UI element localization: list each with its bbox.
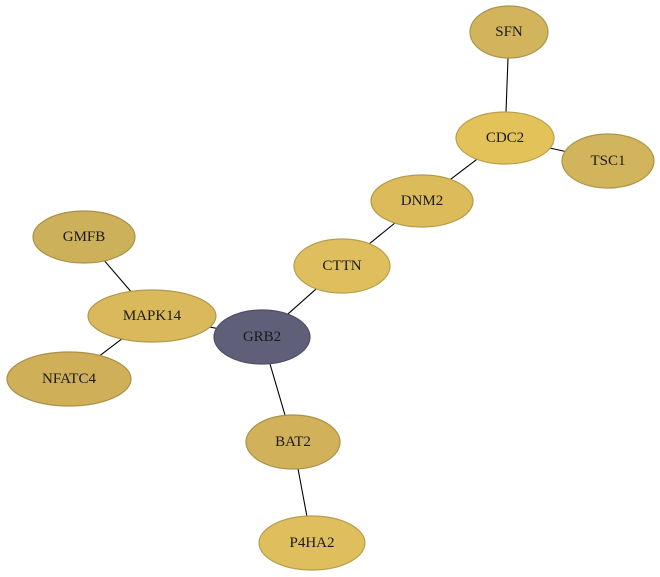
node-sfn[interactable]: SFN [469, 5, 549, 59]
node-label: NFATC4 [42, 371, 96, 387]
node-ellipse [561, 133, 655, 189]
edge-sfn-cdc2 [505, 57, 509, 113]
node-ellipse [213, 309, 311, 365]
node-dnm2[interactable]: DNM2 [370, 174, 474, 228]
edge-cttn-grb2 [287, 288, 317, 315]
node-mapk14[interactable]: MAPK14 [87, 289, 217, 343]
edge-gmfb-mapk14 [104, 260, 132, 292]
node-grb2[interactable]: GRB2 [213, 309, 311, 365]
edge-mapk14-nfatc4 [99, 338, 123, 357]
node-label: TSC1 [590, 153, 625, 169]
node-ellipse [293, 238, 391, 294]
edge-bat2-p4ha2 [297, 468, 308, 517]
edge-cdc2-dnm2 [450, 158, 478, 180]
node-label: MAPK14 [123, 308, 182, 324]
node-ellipse [469, 5, 549, 59]
node-ellipse [245, 414, 341, 470]
node-label: GRB2 [243, 329, 281, 345]
node-ellipse [32, 210, 136, 264]
node-ellipse [370, 174, 474, 228]
node-ellipse [87, 289, 217, 343]
node-cdc2[interactable]: CDC2 [455, 111, 555, 165]
edge-grb2-bat2 [269, 363, 286, 416]
node-label: DNM2 [401, 193, 444, 209]
node-ellipse [6, 351, 132, 407]
node-gmfb[interactable]: GMFB [32, 210, 136, 264]
node-ellipse [258, 515, 366, 571]
node-bat2[interactable]: BAT2 [245, 414, 341, 470]
edge-cdc2-tsc1 [550, 147, 566, 152]
edge-mapk14-grb2 [209, 326, 217, 329]
edge-dnm2-cttn [368, 222, 396, 245]
node-label: P4HA2 [289, 535, 334, 551]
node-ellipse [455, 111, 555, 165]
edges-layer [99, 57, 566, 517]
node-label: GMFB [63, 229, 106, 245]
node-label: SFN [495, 24, 523, 40]
node-tsc1[interactable]: TSC1 [561, 133, 655, 189]
node-p4ha2[interactable]: P4HA2 [258, 515, 366, 571]
node-nfatc4[interactable]: NFATC4 [6, 351, 132, 407]
node-label: CDC2 [486, 130, 524, 146]
node-cttn[interactable]: CTTN [293, 238, 391, 294]
node-label: BAT2 [275, 434, 311, 450]
node-label: CTTN [322, 258, 361, 274]
